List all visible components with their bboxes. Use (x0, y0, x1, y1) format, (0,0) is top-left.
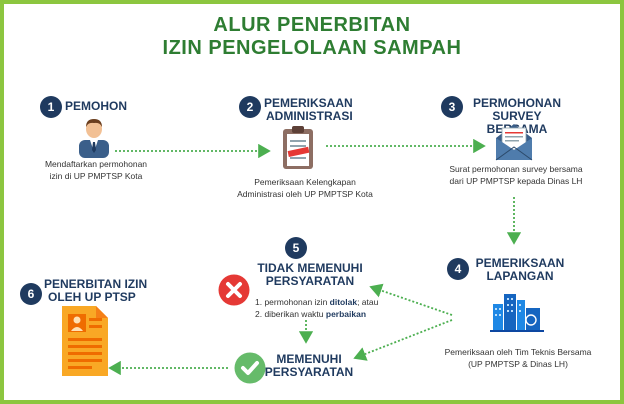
step-5-pass-heading-line-1: MEMENUHI (276, 352, 342, 366)
step-2-heading-line-1: PEMERIKSAAN (264, 96, 353, 110)
option-1-suffix: ; atau (357, 297, 379, 307)
cross-icon (218, 274, 250, 306)
step-3-badge: 3 (441, 96, 463, 118)
document-icon (62, 306, 108, 376)
step-4-heading: PEMERIKSAAN LAPANGAN (472, 257, 568, 283)
option-1-bold: ditolak (329, 297, 358, 307)
step-4-heading-line-2: LAPANGAN (486, 269, 554, 283)
step-1-description-line-1: Mendaftarkan permohonan (44, 159, 148, 169)
step-4-heading-line-1: PEMERIKSAAN (475, 256, 565, 270)
option-2-bold: perbaikan (325, 309, 367, 319)
step-6-heading: PENERBITAN IZIN OLEH UP PTSP (44, 278, 147, 304)
step-5-option-1: 1. permohonan izin ditolak; atau (255, 296, 385, 308)
step-4-description-line-2: (UP PMPTSP & Dinas LH) (468, 359, 568, 369)
step-3-heading-line-1: PERMOHONAN (472, 96, 561, 110)
step-5-fail-heading-line-2: PERSYARATAN (265, 274, 355, 288)
step-2-badge: 2 (239, 96, 261, 118)
step-3-description-line-1: Surat permohonan survey bersama (449, 164, 583, 174)
step-4-description: Pemeriksaan oleh Tim Teknis Bersama (UP … (428, 346, 608, 370)
step-5-badge: 5 (285, 237, 307, 259)
title-line-2: IZIN PENGELOLAAN SAMPAH (162, 37, 462, 59)
step-2-description: Pemeriksaan Kelengkapan Administrasi ole… (225, 176, 385, 200)
step-6-heading-line-2: OLEH UP PTSP (48, 290, 136, 304)
check-icon (234, 352, 266, 384)
title-line-1: ALUR PENERBITAN (213, 14, 411, 36)
step-5-pass-heading: MEMENUHI PERSYARATAN (264, 353, 354, 379)
arrow-4-to-pass (353, 319, 453, 361)
step-5-options: 1. permohonan izin ditolak; atau 2. dibe… (255, 296, 385, 320)
step-2-description-line-2: Administrasi oleh UP PMPTSP Kota (237, 189, 373, 199)
envelope-icon (495, 124, 533, 161)
step-6-heading-line-1: PENERBITAN IZIN (44, 277, 148, 291)
option-2-prefix: 2. diberikan waktu (255, 309, 326, 319)
step-5-fail-heading-line-1: TIDAK MEMENUHI (257, 261, 363, 275)
step-4-badge: 4 (447, 258, 469, 280)
factory-icon (490, 294, 544, 332)
step-4-description-line-1: Pemeriksaan oleh Tim Teknis Bersama (444, 347, 592, 357)
step-1-description: Mendaftarkan permohonan izin di UP PMPTS… (26, 158, 166, 182)
person-icon (79, 119, 109, 158)
step-6-badge: 6 (20, 283, 42, 305)
step-3-description-line-2: dari UP PMPTSP kepada Dinas LH (449, 176, 583, 186)
option-1-prefix: 1. permohonan izin (255, 297, 330, 307)
step-5-option-2: 2. diberikan waktu perbaikan (255, 308, 385, 320)
step-5-fail-heading: TIDAK MEMENUHI PERSYARATAN (250, 262, 370, 288)
step-5-pass-heading-line-2: PERSYARATAN (264, 365, 354, 379)
step-2-description-line-1: Pemeriksaan Kelengkapan (254, 177, 356, 187)
step-1-description-line-2: izin di UP PMPTSP Kota (49, 171, 143, 181)
step-3-description: Surat permohonan survey bersama dari UP … (436, 163, 596, 187)
step-2-heading-line-2: ADMINISTRASI (266, 109, 353, 123)
step-1-heading: PEMOHON (65, 99, 128, 113)
step-1-badge: 1 (40, 96, 62, 118)
step-2-heading: PEMERIKSAAN ADMINISTRASI (264, 97, 353, 123)
clipboard-icon (283, 126, 313, 169)
